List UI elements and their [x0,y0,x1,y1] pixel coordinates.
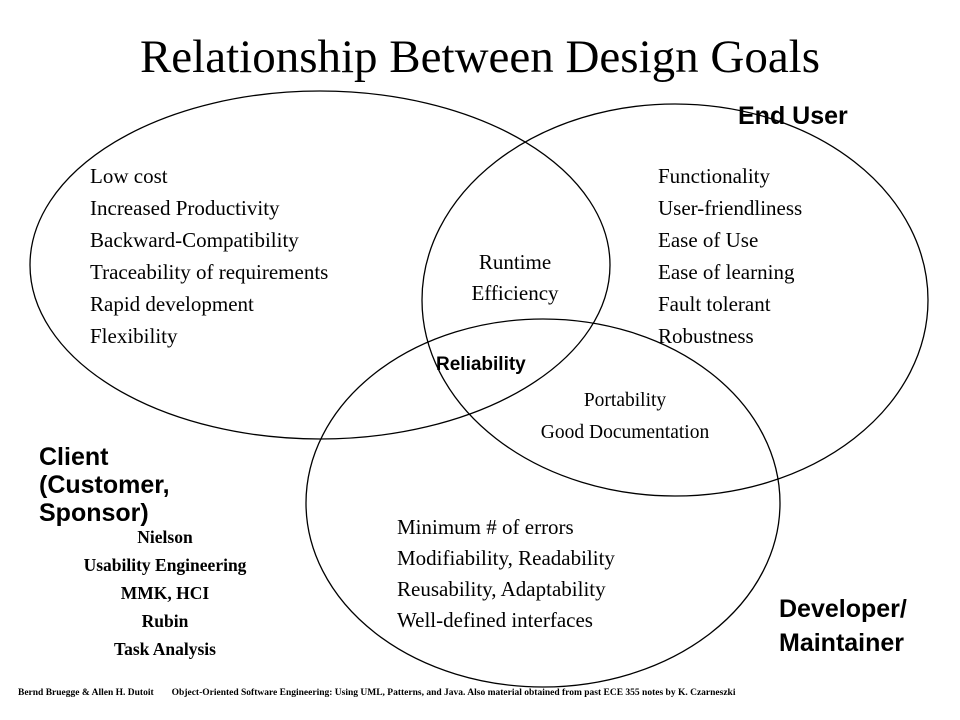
client-goals-list: Low cost Increased Productivity Backward… [90,160,328,352]
reference-item: MMK, HCI [120,583,210,603]
portability-documentation-overlap: Portability Good Documentation [500,385,750,449]
slide-title: Relationship Between Design Goals [139,31,821,83]
list-item: Flexibility [90,324,178,348]
list-item: Robustness [658,324,754,348]
list-item: Low cost [90,164,168,188]
list-item: Well-defined interfaces [397,608,593,632]
developer-label-line: Maintainer [779,629,905,657]
reference-item: Task Analysis [114,639,216,659]
client-label-line: (Customer, [39,471,170,499]
footer-book: Object-Oriented Software Engineering: Us… [171,688,736,698]
footer: Bernd Bruegge & Allen H. Dutoit Object-Or… [18,688,735,698]
list-item: Ease of Use [658,228,759,252]
list-item: Modifiability, Readability [397,546,615,570]
list-item: Backward-Compatibility [90,228,299,252]
overlap-line: Efficiency [471,281,559,305]
developer-label-line: Developer/ [779,595,907,623]
list-item: Increased Productivity [90,196,280,220]
list-item: Reusability, Adaptability [397,577,606,601]
reliability-overlap: Reliability [436,354,526,375]
footer-authors: Bernd Bruegge & Allen H. Dutoit [18,688,154,698]
reference-item: Nielson [137,527,193,547]
client-label-line: Client [39,443,109,471]
developer-circle [305,318,781,688]
list-item: Rapid development [90,292,254,316]
end-user-circle [421,103,929,497]
client-label: Client (Customer, Sponsor) [39,443,170,527]
overlap-line: Portability [583,390,667,411]
end-user-label: End User [738,102,848,130]
list-item: Ease of learning [658,260,795,284]
list-item: Fault tolerant [658,292,771,316]
list-item: User-friendliness [658,196,803,220]
list-item: Functionality [658,164,770,188]
developer-goals-list: Minimum # of errors Modifiability, Reada… [397,512,615,636]
reference-item: Usability Engineering [83,555,247,575]
list-item: Traceability of requirements [90,260,329,284]
overlap-line: Good Documentation [540,422,710,443]
client-circle [29,90,611,440]
overlap-line: Runtime [478,250,552,274]
runtime-efficiency-overlap: Runtime Efficiency [440,247,590,309]
developer-label: Developer/ Maintainer [779,592,907,660]
reference-item: Rubin [141,611,189,631]
references-list: Nielson Usability Engineering MMK, HCI R… [45,523,285,663]
client-label-line: Sponsor) [39,499,149,527]
list-item: Minimum # of errors [397,515,574,539]
end-user-goals-list: Functionality User-friendliness Ease of … [658,160,802,352]
